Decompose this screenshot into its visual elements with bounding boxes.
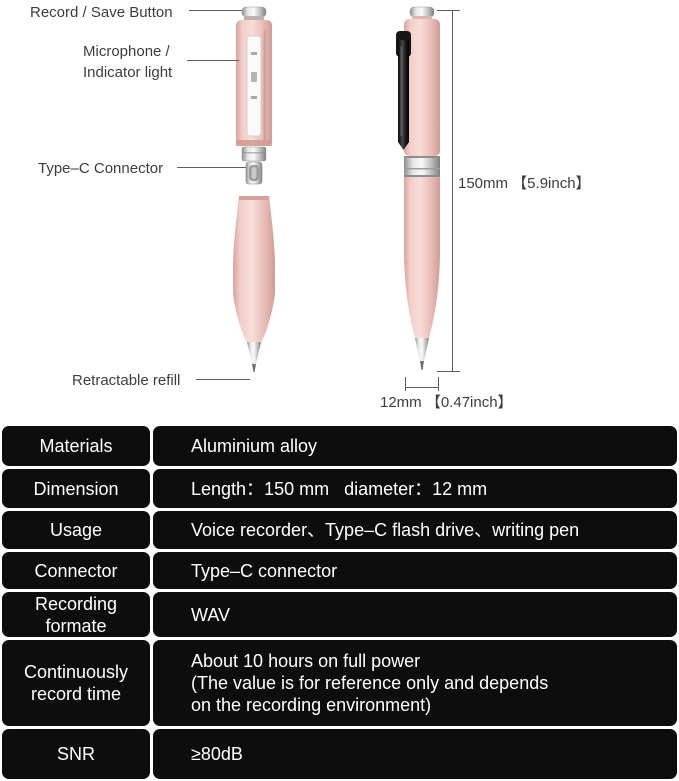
cap — [404, 19, 440, 156]
pen-barrel — [233, 196, 275, 342]
barrel — [404, 177, 440, 338]
cap-with-recorder — [236, 20, 272, 146]
spec-label-snr: SNR — [2, 729, 150, 779]
center-ring — [404, 156, 440, 177]
spec-label-materials: Materials — [2, 426, 150, 466]
spec-value-record-time: About 10 hours on full power (The value … — [153, 640, 677, 726]
microphone-indicator-label: Microphone / Indicator light — [83, 43, 173, 81]
type-c-connector — [241, 146, 267, 185]
retractable-refill-label: Retractable refill — [72, 372, 181, 389]
spec-value-snr: ≥80dB — [153, 729, 677, 779]
diameter-dimension-line — [405, 377, 439, 391]
pen-diagram: Record / Save Button Microphone / Indica… — [30, 4, 591, 411]
right-pen-assembled — [396, 6, 440, 370]
spec-label-dimension: Dimension — [2, 469, 150, 508]
pen-clip — [396, 31, 411, 150]
diameter-dimension-label: 12mm 【0.47inch】 — [380, 394, 513, 411]
spec-label-connector: Connector — [2, 552, 150, 589]
spec-value-recording-formate: WAV — [153, 592, 677, 637]
spec-label-usage: Usage — [2, 511, 150, 549]
left-pen-disassembled — [233, 6, 275, 372]
spec-value-materials: Aluminium alloy — [153, 426, 677, 466]
label-leader-lines — [177, 10, 250, 380]
spec-label-recording-formate: Recording formate — [2, 592, 150, 637]
record-save-button — [241, 6, 267, 20]
spec-value-connector: Type–C connector — [153, 552, 677, 589]
tip — [415, 338, 429, 370]
spec-value-usage: Voice recorder、Type–C flash drive、writin… — [153, 511, 677, 549]
microphone-indicator-window — [246, 35, 262, 137]
spec-value-dimension: Length：150 mm diameter：12 mm — [153, 469, 677, 508]
pen-tip — [247, 342, 261, 372]
spec-label-record-time: Continuously record time — [2, 640, 150, 726]
length-dimension-line — [437, 10, 460, 372]
type-c-connector-label: Type–C Connector — [38, 160, 164, 177]
length-dimension-label: 150mm 【5.9inch】 — [458, 175, 591, 192]
top-record-button — [409, 6, 435, 20]
spec-table: Materials Aluminium alloy Dimension Leng… — [0, 424, 679, 781]
record-save-button-label: Record / Save Button — [30, 4, 173, 21]
pen-illustrations-svg — [177, 6, 460, 391]
